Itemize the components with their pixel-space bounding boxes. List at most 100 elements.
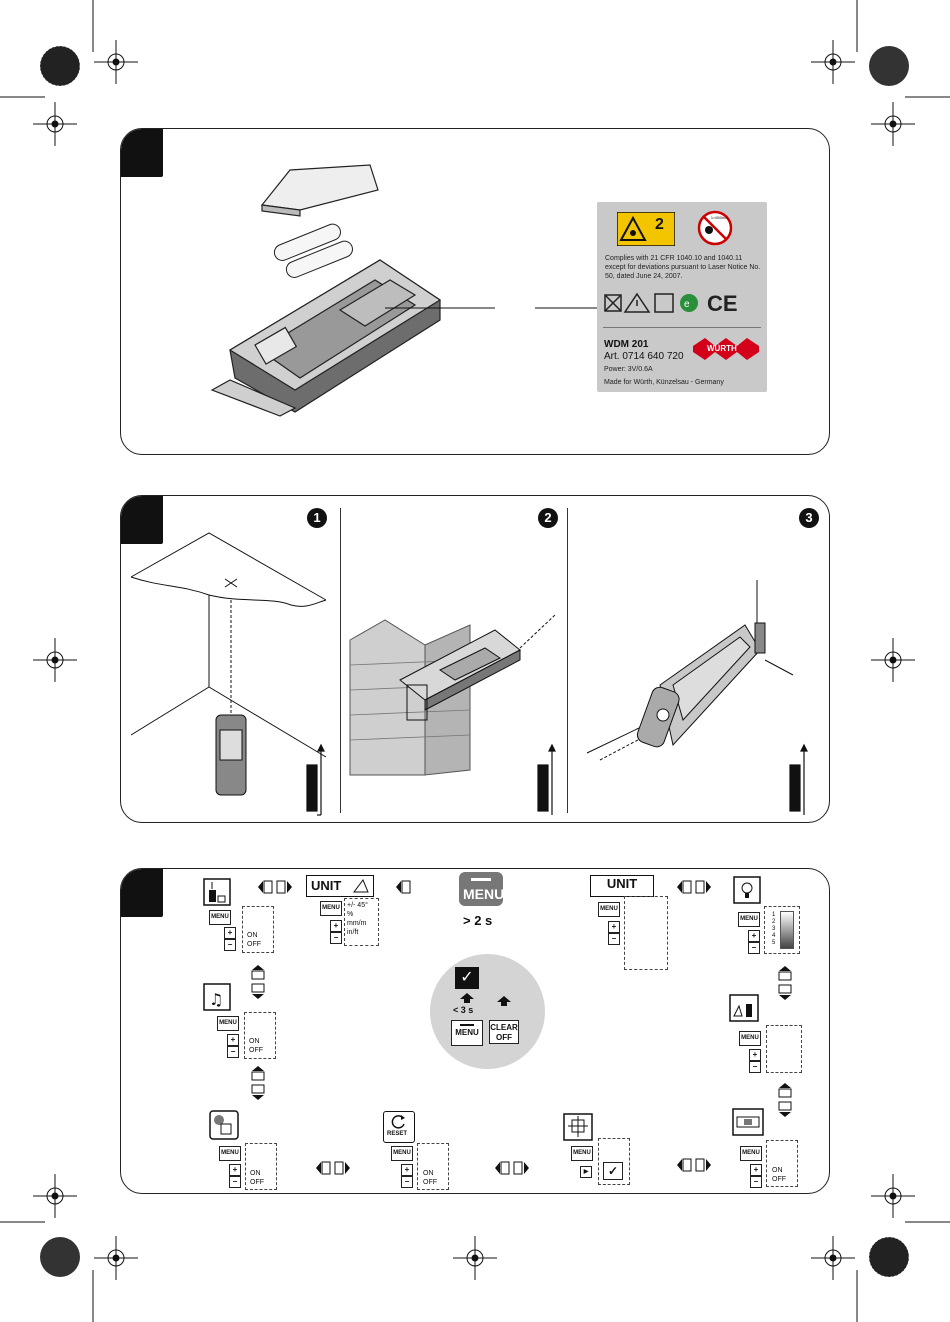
device-body (210, 259, 442, 417)
brightness-scale (780, 911, 794, 949)
menu-key-label: MENU (740, 916, 758, 922)
tilt-measure-icon (729, 994, 759, 1022)
svg-text:♫: ♫ (209, 990, 223, 1009)
minus-key: − (749, 1061, 761, 1073)
option-on: ON (250, 1170, 261, 1177)
brick-wall-illustration (349, 614, 556, 815)
menu-key-label: MENU (742, 1150, 760, 1156)
plus-key: + (229, 1164, 241, 1176)
brightness-3: 3 (772, 926, 776, 932)
menu-key-label: MENU (455, 1028, 479, 1037)
certification-icons: e CE (604, 291, 738, 316)
plus-key: + (748, 930, 760, 942)
menu-button-label: MENU (463, 886, 505, 902)
reset-arrow-shape (391, 1115, 405, 1129)
exit-menu-circle (430, 954, 545, 1069)
option-off: OFF (249, 1047, 263, 1054)
angled-device (636, 622, 766, 748)
option-off: OFF (247, 941, 261, 948)
play-key: ▶ (580, 1166, 592, 1178)
check-glyph: ✓ (460, 969, 474, 986)
laser-warning-icon (617, 212, 675, 246)
menu-key-label: MENU (741, 1035, 759, 1041)
clear-off-key: CLEAR OFF (489, 1020, 519, 1044)
plus-key: + (224, 927, 236, 939)
option-on: ON (247, 932, 258, 939)
brightness-box (764, 906, 800, 954)
nav-arrow-2 (396, 880, 411, 894)
room-corner-illustration (130, 532, 327, 816)
unit-option-1: +/- 45° (347, 902, 368, 909)
angled-device-illustration (586, 580, 808, 815)
brightness-5: 5 (772, 940, 776, 946)
no-stare-icon (697, 210, 733, 246)
nav-arrows-4 (316, 1161, 350, 1175)
reference-marker (537, 743, 556, 815)
reset-icon: RESET (383, 1111, 415, 1143)
reference-point-icon (209, 1110, 239, 1140)
brightness-4: 4 (772, 933, 776, 939)
menu-key-label: MENU (211, 914, 229, 920)
nav-arrows-3 (677, 880, 711, 894)
panel-tab (121, 129, 163, 177)
angle-icon (353, 879, 369, 893)
option-box (417, 1143, 449, 1190)
power-rating: Power: 3V/0.6A (604, 366, 653, 373)
minus-key: − (229, 1176, 241, 1188)
menu-key: MENU (739, 1031, 761, 1046)
minus-key: − (750, 1176, 762, 1188)
menu-key: MENU (571, 1146, 593, 1161)
reference-marker (306, 743, 325, 816)
nav-arrows-vertical-3 (778, 966, 792, 1000)
up-arrow-icon-2 (497, 996, 511, 1006)
unit-key-label: UNIT (311, 878, 342, 893)
option-box (242, 906, 274, 953)
menu-key-label: MENU (600, 906, 618, 912)
nav-arrows-5 (495, 1161, 529, 1175)
option-off: OFF (772, 1176, 786, 1183)
laser-wavelength: λ=650nm (711, 215, 728, 220)
calibration-icon (563, 1113, 593, 1141)
laser-class-number: 2 (655, 216, 664, 233)
panel-tab (121, 869, 163, 917)
device-upright (215, 714, 247, 796)
device-battery-illustration (210, 164, 442, 417)
nav-arrows-vertical-2 (251, 1066, 265, 1100)
unit-key-label: UNIT (606, 876, 638, 891)
plus-key: + (750, 1164, 762, 1176)
confirm-check-box: ✓ (603, 1162, 623, 1180)
hold-duration: > 2 s (463, 913, 493, 928)
option-on: ON (772, 1167, 783, 1174)
reset-label: RESET (387, 1131, 408, 1137)
option-box (624, 896, 668, 970)
battery-cover (260, 164, 379, 217)
option-off: OFF (423, 1179, 437, 1186)
step-number-2: 2 (538, 508, 558, 528)
menu-key-label: MENU (393, 1150, 411, 1156)
type-plate-sticker: 2 λ=650nm Complies with 21 CFR 1040.10 a… (597, 202, 767, 392)
minus-key: − (227, 1046, 239, 1058)
menu-key: MENU (217, 1016, 239, 1031)
minus-key: − (608, 933, 620, 945)
unit-option-4: in/ft (347, 929, 359, 936)
option-on: ON (249, 1038, 260, 1045)
display-light-icon (733, 876, 761, 904)
wurth-logo-shape (693, 338, 759, 360)
brightness-1: 1 (772, 912, 776, 918)
short-press-label: < 3 s (453, 1005, 474, 1015)
minus-key: − (748, 942, 760, 954)
menu-key: MENU (740, 1146, 762, 1161)
minus-key: − (401, 1176, 413, 1188)
nav-arrows-1 (258, 880, 292, 894)
menu-key: MENU (598, 902, 620, 917)
compliance-text: Complies with 21 CFR 1040.10 and 1040.11… (605, 255, 761, 280)
unit-options-box (344, 898, 379, 946)
step-number-1: 1 (307, 508, 327, 528)
brightness-2: 2 (772, 919, 776, 925)
unit-option-2: % (347, 911, 354, 918)
menu-key-label: MENU (219, 1020, 237, 1026)
model-name: WDM 201 (604, 339, 649, 350)
panel-tab (121, 496, 163, 544)
beep-icon: ♫ (203, 983, 231, 1011)
svg-text:e: e (684, 299, 690, 310)
